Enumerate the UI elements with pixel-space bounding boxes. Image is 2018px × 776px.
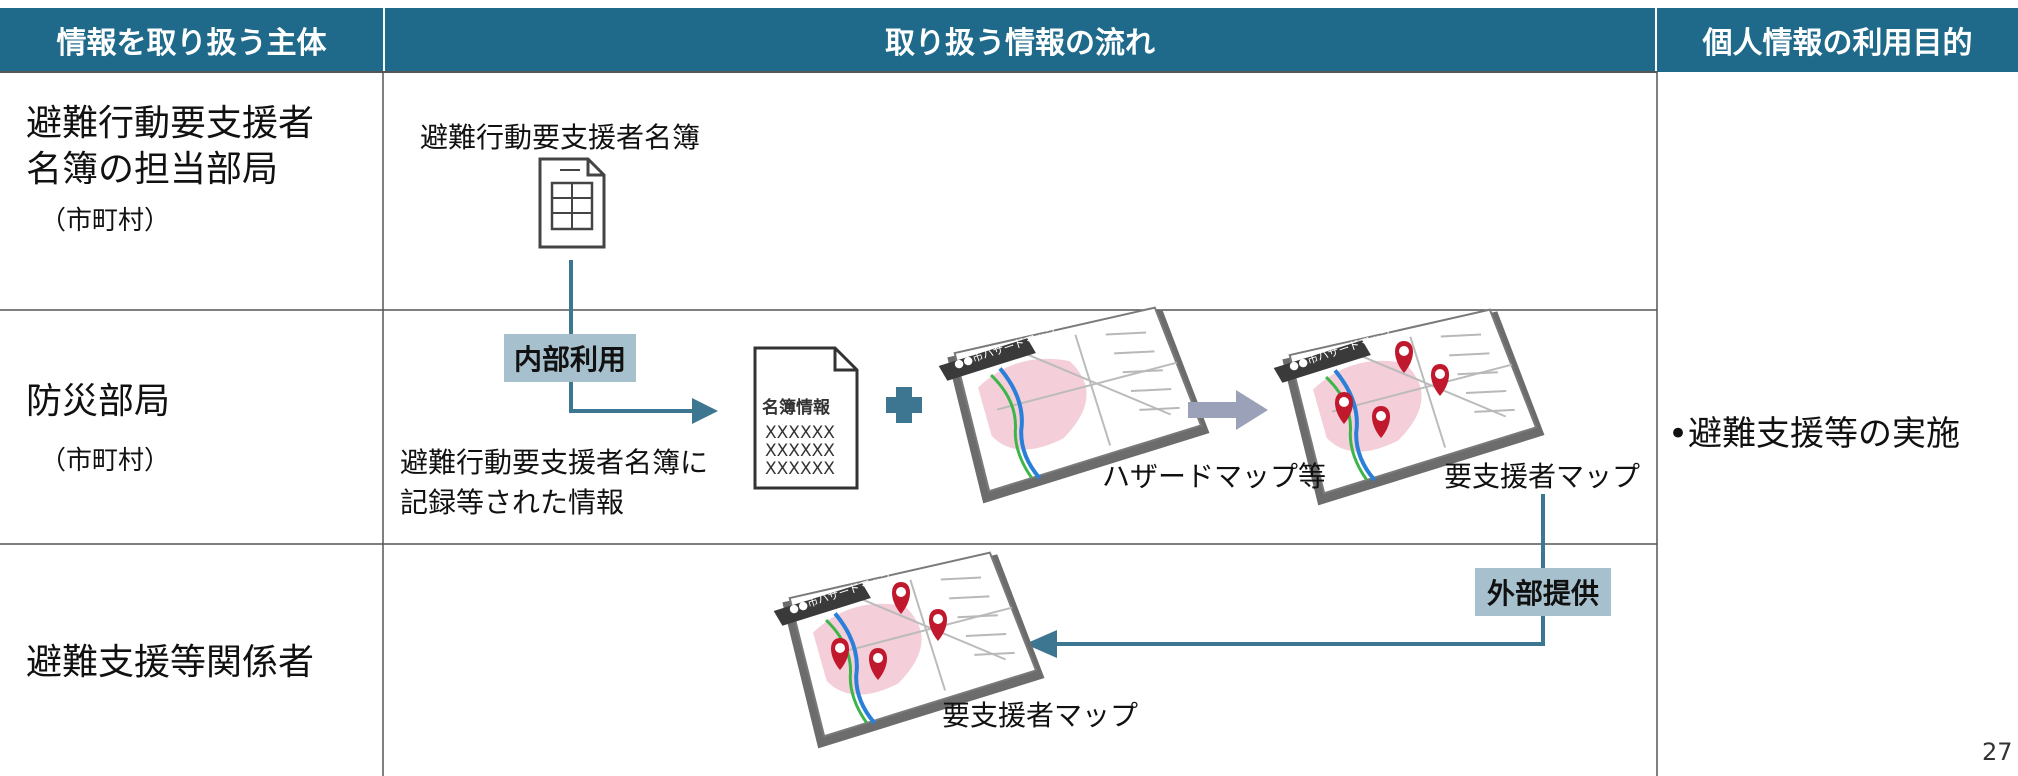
entity-support-parties: 避難支援等関係者 xyxy=(26,642,315,683)
doc-title: 名簿情報 xyxy=(762,398,830,418)
header-col-flow: 取り扱う情報の流れ xyxy=(385,8,1655,72)
recorded-info-line2: 記録等された情報 xyxy=(400,486,625,519)
entity-disaster-dept: 防災部局 xyxy=(26,381,171,422)
header-col-purpose: 個人情報の利用目的 xyxy=(1657,8,2018,72)
roster-document-icon xyxy=(538,157,606,249)
recorded-info-line1: 避難行動要支援者名簿に xyxy=(400,446,709,479)
entity-roster-dept-line2: 名簿の担当部局 xyxy=(26,149,279,190)
support-map-bottom-label: 要支援者マップ xyxy=(942,699,1139,732)
entity-disaster-dept-sub: （市町村） xyxy=(40,446,171,476)
header-col-entity: 情報を取り扱う主体 xyxy=(0,8,383,72)
entity-roster-dept-line1: 避難行動要支援者 xyxy=(26,103,315,144)
doc-x-line3: XXXXXX xyxy=(765,459,835,479)
entity-roster-dept-sub: （市町村） xyxy=(40,206,171,236)
right-arrow-icon xyxy=(1188,390,1268,430)
internal-use-tag: 内部利用 xyxy=(504,334,636,382)
purpose-item: •避難支援等の実施 xyxy=(1668,414,1961,454)
support-map-label: 要支援者マップ xyxy=(1444,460,1641,493)
table-grid xyxy=(0,71,1658,776)
doc-x-line1: XXXXXX xyxy=(765,423,835,443)
plus-icon xyxy=(886,387,922,423)
hazard-map-label: ハザードマップ等 xyxy=(1102,460,1327,493)
roster-label: 避難行動要支援者名簿 xyxy=(420,121,701,154)
record-document-icon xyxy=(753,346,859,490)
doc-x-line2: XXXXXX xyxy=(765,441,835,461)
page-number: 27 xyxy=(1982,738,2013,766)
external-provision-arrow xyxy=(1025,494,1545,658)
external-provision-tag: 外部提供 xyxy=(1475,568,1611,616)
